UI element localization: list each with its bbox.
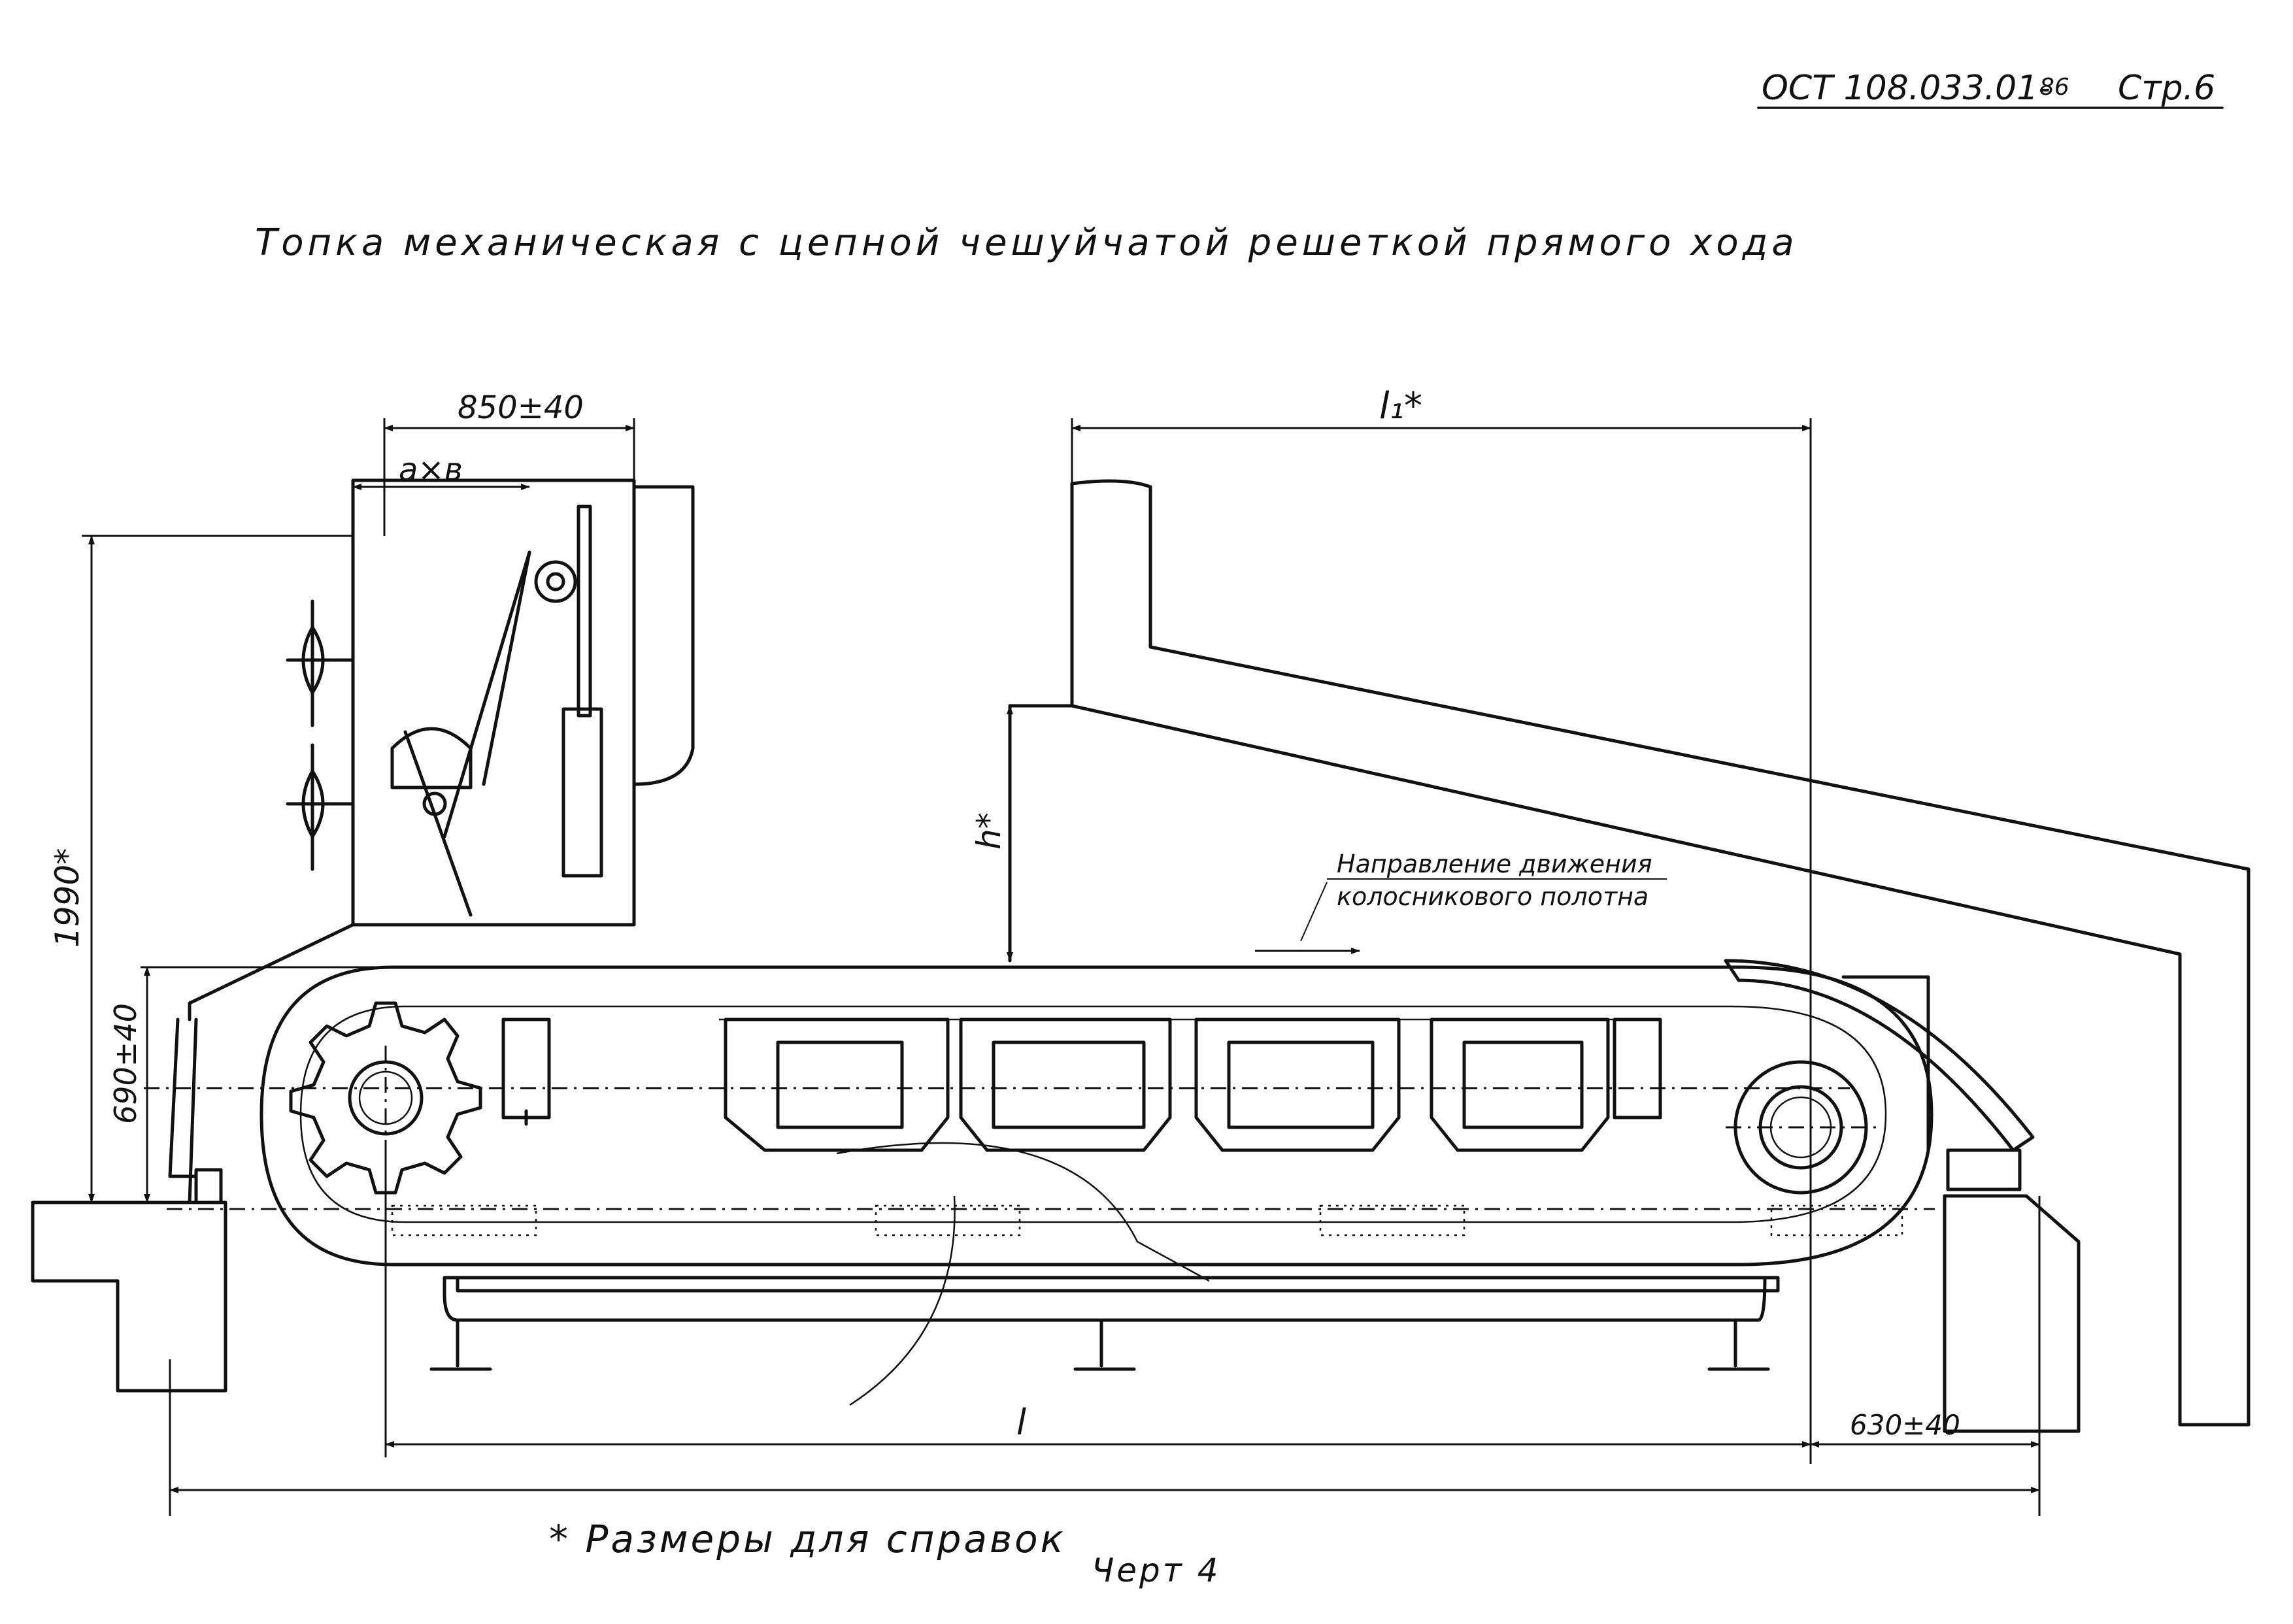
- dim-850: 850±40: [383, 389, 635, 536]
- motion-line1: Направление движения: [1337, 850, 1652, 878]
- dim-axb-label: a×в: [399, 452, 463, 488]
- dim-l1-label: l₁*: [1379, 385, 1422, 427]
- furnace-arch: [1008, 479, 2251, 1427]
- motion-direction: Направление движения колосникового полот…: [1255, 850, 1667, 954]
- air-zone-boxes: [719, 1018, 1615, 1152]
- dim-l: l: [384, 1150, 1811, 1457]
- standard-year: 86: [2039, 74, 2069, 101]
- page-number: Стр.6: [2118, 69, 2215, 108]
- dim-850-label: 850±40: [458, 389, 584, 426]
- dim-l1: l₁*: [1071, 385, 1812, 1464]
- dim-h-label: h*: [970, 812, 1008, 850]
- drawing-title: Топка механическая с цепной чешуйчатой р…: [255, 222, 1798, 264]
- dim-630-label: 630±40: [1850, 1409, 1960, 1441]
- chain-grate: [144, 959, 2035, 1406]
- dim-axb: a×в: [352, 452, 530, 490]
- handwheel-icon: [286, 743, 355, 871]
- support-foot-icon: [1073, 1318, 1136, 1371]
- handwheel-icon: [286, 599, 355, 727]
- footnote: * Размеры для справок: [549, 1517, 1066, 1561]
- dim-690-label: 690±40: [108, 1003, 143, 1124]
- rear-wall: [1841, 975, 2081, 1433]
- front-housing: [168, 478, 636, 1204]
- dim-630: 630±40: [1810, 1196, 2041, 1516]
- front-wall: [632, 485, 695, 786]
- dim-h: h*: [970, 705, 1013, 961]
- front-sprocket-icon: [289, 1001, 482, 1195]
- rear-drum-icon: [1726, 1060, 1876, 1195]
- support-foot-icon: [1707, 1318, 1770, 1371]
- standard-code: ОСТ 108.033.01-: [1762, 69, 2050, 108]
- left-foundation: [31, 1201, 227, 1393]
- motion-line2: колосникового полотна: [1337, 882, 1649, 911]
- dim-overall: [169, 1359, 2040, 1516]
- dim-l-label: l: [1016, 1402, 1026, 1443]
- dim-690: 690±40: [108, 966, 392, 1203]
- dim-1990: 1990*: [48, 535, 353, 1203]
- figure-label: Черт 4: [1092, 1551, 1221, 1589]
- support-foot-icon: [429, 1318, 492, 1371]
- dim-1990-label: 1990*: [48, 848, 86, 948]
- header-block: ОСТ 108.033.01- 86 Стр.6: [1757, 69, 2224, 109]
